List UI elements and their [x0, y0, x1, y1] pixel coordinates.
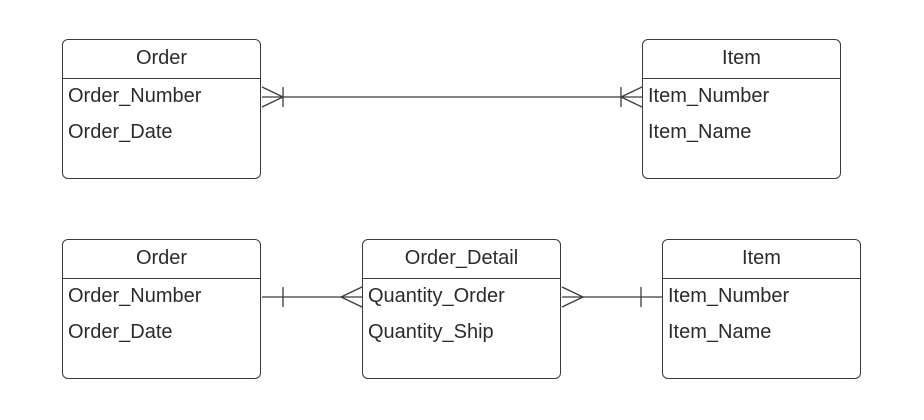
- entity-order-detail[interactable]: Order_Detail Quantity_Order Quantity_Shi…: [362, 239, 561, 379]
- entity-order-top[interactable]: Order Order_Number Order_Date: [62, 39, 261, 179]
- attribute-item-number: Item_Number: [648, 85, 770, 107]
- attribute-item-name: Item_Name: [648, 121, 752, 143]
- attribute-order-number: Order_Number: [68, 85, 202, 107]
- attribute-item-number: Item_Number: [668, 285, 790, 307]
- connector-orderdetail-item: [561, 286, 662, 308]
- entity-title: Order_Detail: [363, 240, 560, 279]
- entity-item-bottom[interactable]: Item Item_Number Item_Name: [662, 239, 861, 379]
- attribute-item-name: Item_Name: [668, 321, 772, 343]
- crows-foot-orderdetail-right: [561, 286, 585, 308]
- entity-title: Order: [63, 40, 260, 79]
- crows-foot-orderdetail-left: [339, 286, 363, 308]
- entity-order-bottom[interactable]: Order Order_Number Order_Date: [62, 239, 261, 379]
- attribute-quantity-ship: Quantity_Ship: [368, 321, 494, 343]
- connector-order-item-top: [261, 86, 643, 108]
- attribute-order-date: Order_Date: [68, 121, 173, 143]
- attribute-quantity-order: Quantity_Order: [368, 285, 505, 307]
- entity-item-top[interactable]: Item Item_Number Item_Name: [642, 39, 841, 179]
- entity-title: Order: [63, 240, 260, 279]
- attribute-order-number: Order_Number: [68, 285, 202, 307]
- entity-title: Item: [643, 40, 840, 79]
- attribute-order-date: Order_Date: [68, 321, 173, 343]
- entity-title: Item: [663, 240, 860, 279]
- connector-order-orderdetail: [262, 286, 363, 308]
